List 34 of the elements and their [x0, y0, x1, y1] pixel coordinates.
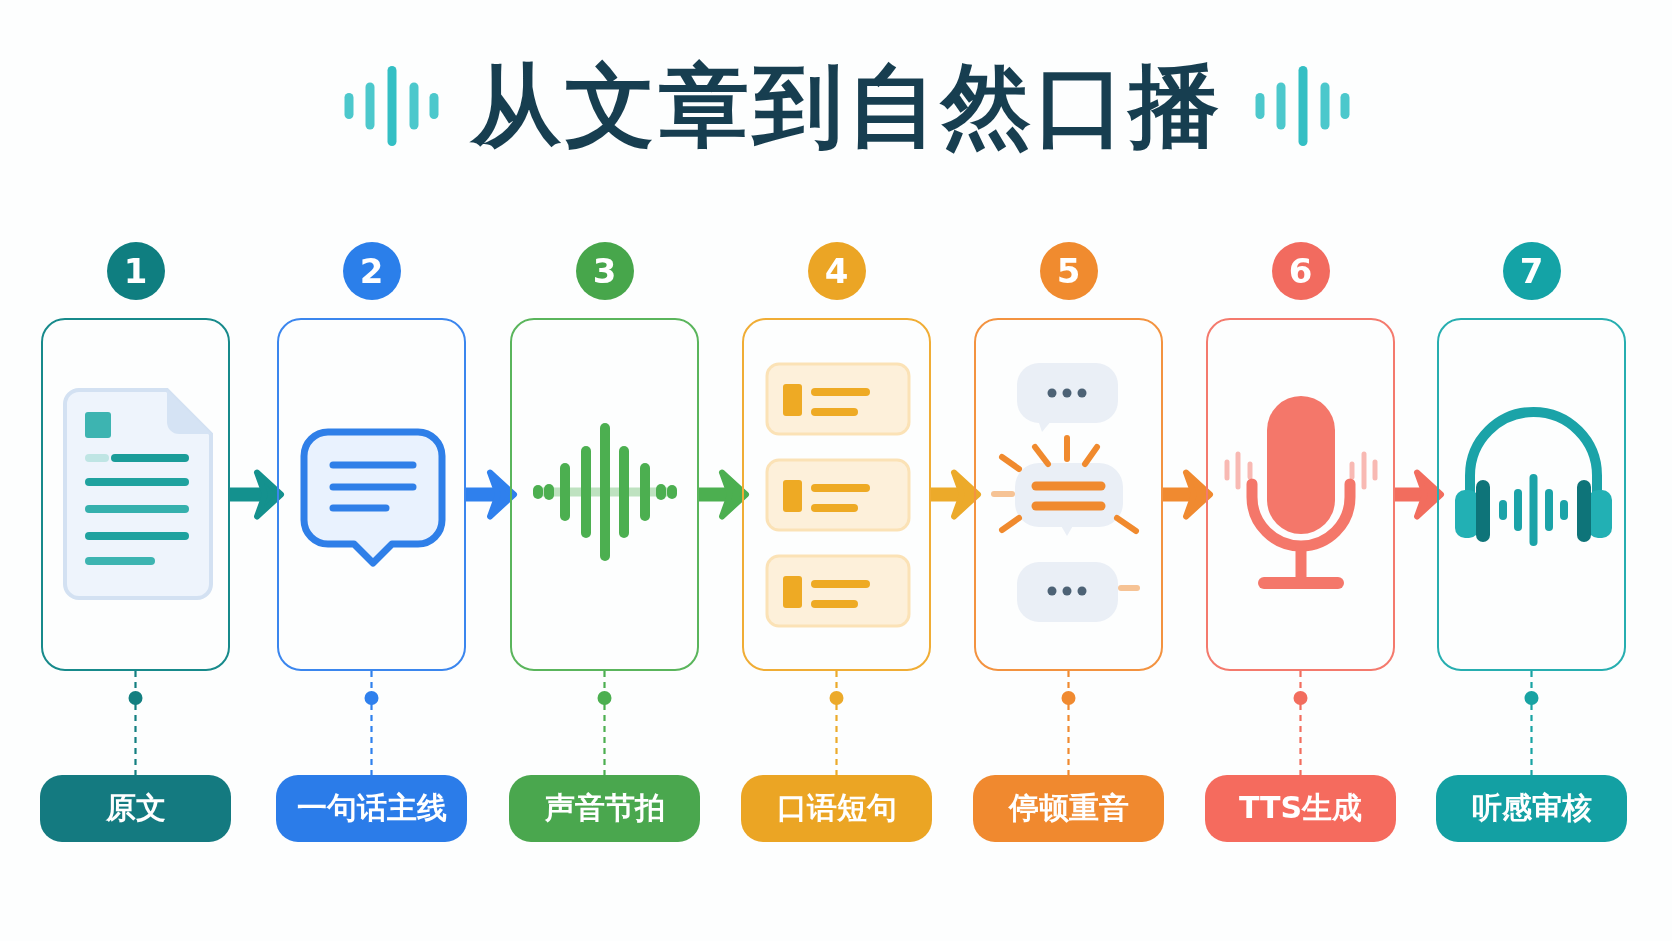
- arrow: [466, 469, 517, 520]
- arrow: [1163, 469, 1213, 520]
- step-card: [1206, 318, 1395, 671]
- step-card: [974, 318, 1163, 671]
- leader-line: [128, 671, 143, 775]
- leader-line: [597, 671, 612, 775]
- step-card: [277, 318, 466, 671]
- step-number: 1: [106, 242, 165, 300]
- step-label: 声音节拍: [509, 775, 700, 842]
- step-label: 停顿重音: [973, 775, 1164, 842]
- step-label: 口语短句: [741, 775, 932, 842]
- leader-line: [364, 671, 379, 775]
- arrow: [931, 469, 981, 520]
- step-number: 5: [1039, 242, 1098, 300]
- leader-line: [1293, 671, 1308, 775]
- arrow: [1395, 469, 1444, 520]
- step-card: [510, 318, 699, 671]
- step-number: 2: [342, 242, 401, 300]
- leader-line: [829, 671, 844, 775]
- step-card: [1437, 318, 1626, 671]
- arrow: [230, 469, 284, 520]
- step-number: 3: [575, 242, 634, 300]
- step-card: [742, 318, 931, 671]
- arrow: [699, 469, 749, 520]
- step-label: 一句话主线: [276, 775, 467, 842]
- step-number: 4: [807, 242, 866, 300]
- step-number: 7: [1502, 242, 1561, 300]
- step-label: 听感审核: [1436, 775, 1627, 842]
- leader-line: [1061, 671, 1076, 775]
- step-label: 原文: [40, 775, 231, 842]
- leader-line: [1524, 671, 1539, 775]
- step-card: [41, 318, 230, 671]
- step-number: 6: [1271, 242, 1330, 300]
- step-label: TTS生成: [1205, 775, 1396, 842]
